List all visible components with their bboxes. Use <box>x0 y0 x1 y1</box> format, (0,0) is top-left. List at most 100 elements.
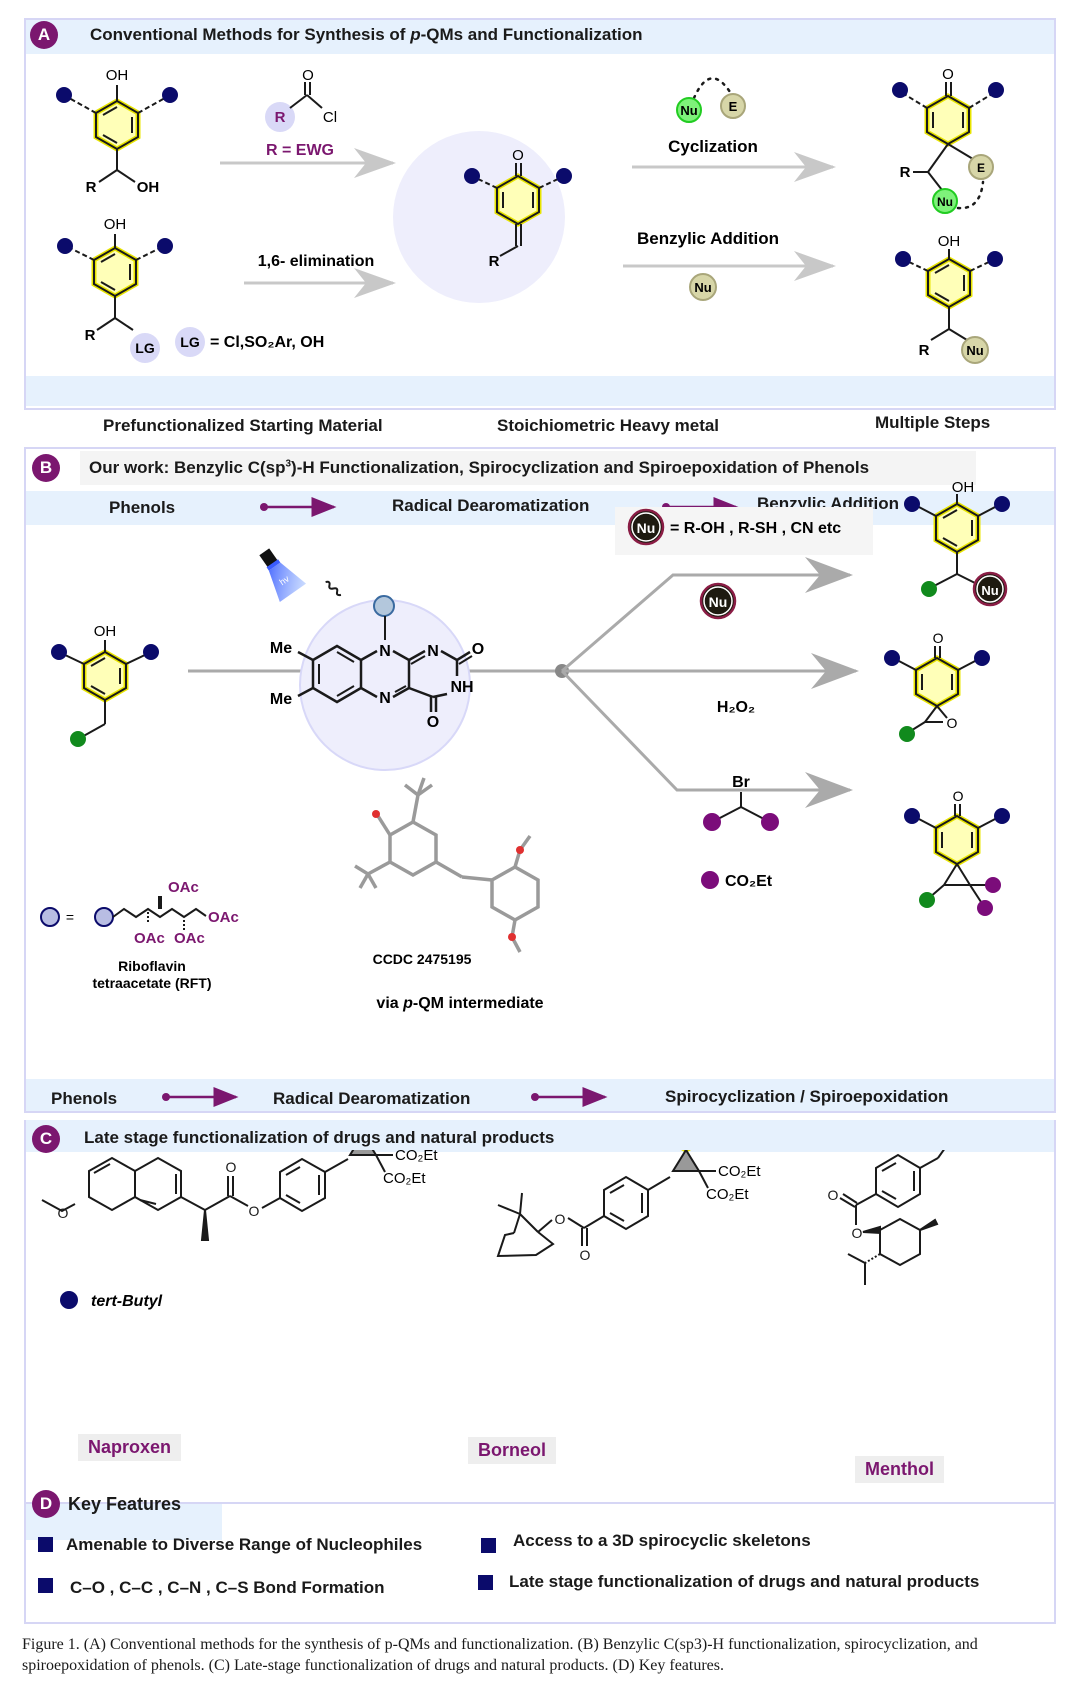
product-label-menthol: Menthol <box>855 1456 944 1483</box>
svg-text:O: O <box>953 788 964 804</box>
caption-text: (A) Conventional methods for the synthes… <box>22 1636 978 1674</box>
svg-text:NH: NH <box>450 679 473 696</box>
feature-bullet-icon <box>38 1537 53 1552</box>
svg-text:O: O <box>555 1211 566 1227</box>
benzylic-nu-product: OH Nu <box>904 479 1010 607</box>
rft-name-line2: tetraacetate (RFT) <box>92 975 211 991</box>
svg-text:OH: OH <box>938 233 961 250</box>
svg-text:R: R <box>900 164 911 181</box>
nu-definition: = R-OH , R-SH , CN etc <box>670 520 841 537</box>
nu-icon: Nu <box>637 520 656 536</box>
feature-bullet-icon <box>478 1575 493 1590</box>
co2et-legend-label: CO₂Et <box>725 873 773 890</box>
figure-caption: Figure 1. (A) Conventional methods for t… <box>22 1634 1062 1676</box>
panel-a-drawbacks-bar <box>26 376 1054 406</box>
svg-text:Br: Br <box>732 774 750 791</box>
svg-text:CO₂Et: CO₂Et <box>718 1163 761 1180</box>
borneol-spirocyclopropane: O CO₂Et CO₂Et <box>671 1150 761 1203</box>
p-quinone-methide: O R <box>464 147 572 270</box>
benzylic-addition-label: Benzylic Addition <box>637 229 779 248</box>
feature-bond-formation: C–O , C–C , C–N , C–S Bond Formation <box>70 1578 385 1597</box>
flow-bottom-phenols: Phenols <box>51 1089 118 1108</box>
svg-text:R: R <box>85 327 96 344</box>
svg-text:E: E <box>729 99 738 114</box>
riboflavin-catalyst: N N N O NH O Me Me <box>270 595 484 731</box>
svg-text:O: O <box>472 641 484 658</box>
menthol-spiroepoxide: O O <box>937 1150 945 1159</box>
svg-text:O: O <box>580 1247 591 1263</box>
svg-text:OH: OH <box>106 67 129 84</box>
acyl-chloride-reagent: R O Cl <box>265 67 337 132</box>
flow-bottom-arrow-2 <box>531 1087 608 1107</box>
cyclization-reagents: Nu E <box>676 77 746 123</box>
flow-top-radical-dearomatization: Radical Dearomatization <box>392 496 590 515</box>
feature-late-stage: Late stage functionalization of drugs an… <box>509 1572 980 1591</box>
svg-text:OH: OH <box>94 623 117 640</box>
drawback-multiple-steps: Multiple Steps <box>875 413 991 432</box>
product-label-borneol: Borneol <box>468 1437 557 1464</box>
svg-text:O: O <box>512 147 524 164</box>
svg-text:E: E <box>977 161 985 175</box>
borneol-derivative: O O <box>496 1175 671 1263</box>
svg-text:Me: Me <box>270 691 292 708</box>
panel-d-badge: D <box>32 1490 60 1518</box>
svg-text:O: O <box>427 714 439 731</box>
svg-text:OAc: OAc <box>208 909 239 926</box>
svg-text:Nu: Nu <box>981 583 998 598</box>
svg-text:O: O <box>852 1225 863 1241</box>
arrow-to-spirocyclopropane <box>560 669 853 808</box>
svg-text:O: O <box>933 630 944 646</box>
svg-text:R: R <box>275 109 286 126</box>
starting-phenol: OH <box>51 623 159 747</box>
svg-text:CO₂Et: CO₂Et <box>395 1150 438 1164</box>
flow-top-phenols: Phenols <box>109 498 176 517</box>
svg-text:= Cl,SO₂Ar, OH: = Cl,SO₂Ar, OH <box>210 334 324 351</box>
panel-c-badge: C <box>32 1125 60 1153</box>
svg-text:O: O <box>249 1203 260 1219</box>
svg-text:Nu: Nu <box>966 343 983 358</box>
r-ewg-label: R = EWG <box>266 142 334 159</box>
rft-legend: = OAc OAc OAc OAc <box>40 879 239 947</box>
svg-text:Nu: Nu <box>937 195 953 209</box>
svg-text:O: O <box>302 67 314 84</box>
feature-bullet-icon <box>481 1538 496 1553</box>
panel-b-title-band <box>80 451 976 485</box>
panel-a-header <box>26 20 1054 54</box>
panel-c-title: Late stage functionalization of drugs an… <box>84 1128 555 1147</box>
tert-butyl-legend-label: tert-Butyl <box>91 1293 163 1310</box>
feature-nucleophiles: Amenable to Diverse Range of Nucleophile… <box>66 1535 423 1554</box>
benzylic-addition-product: OH R Nu <box>895 233 1003 364</box>
svg-text:N: N <box>379 690 391 707</box>
co2et-legend-dot <box>701 871 719 889</box>
svg-text:OAc: OAc <box>134 930 165 947</box>
panel-b-flow-top <box>26 491 1054 525</box>
svg-text:CO₂Et: CO₂Et <box>706 1186 749 1203</box>
svg-text:O: O <box>942 66 954 83</box>
svg-text:O: O <box>947 715 958 731</box>
flow-top-arrow-1 <box>260 497 337 517</box>
svg-text:OAc: OAc <box>174 930 205 947</box>
drawback-prefunctionalized: Prefunctionalized Starting Material <box>103 416 383 435</box>
svg-text:Nu: Nu <box>680 103 697 118</box>
svg-text:CO₂Et: CO₂Et <box>383 1170 426 1187</box>
phenol-leaving-group: OH R LG <box>57 216 173 363</box>
panel-d <box>24 1502 1056 1624</box>
panel-a-title: Conventional Methods for Synthesis of p-… <box>90 25 643 44</box>
svg-text:R: R <box>489 253 500 270</box>
flow-bottom-radical-dearomatization: Radical Dearomatization <box>273 1089 471 1108</box>
feature-spirocyclic: Access to a 3D spirocyclic skeletons <box>513 1531 811 1550</box>
ccdc-label: CCDC 2475195 <box>373 951 472 967</box>
svg-text:O: O <box>828 1187 839 1203</box>
svg-text:LG: LG <box>135 340 155 356</box>
svg-text:OH: OH <box>137 179 160 196</box>
product-label-naproxen: Naproxen <box>78 1434 182 1461</box>
panel-b-badge: B <box>32 454 60 482</box>
cyclization-label: Cyclization <box>668 137 758 156</box>
panel-c-scheme: O O O O CO₂Et CO₂Et O <box>41 1150 945 1310</box>
h2o2-reagent: H₂O₂ <box>717 699 755 716</box>
elimination-label: 1,6- elimination <box>258 253 374 270</box>
tert-butyl-legend-dot <box>60 1291 78 1309</box>
panel-a-badge: A <box>30 21 58 49</box>
pqm-highlight-circle <box>393 131 565 303</box>
nu-reagent: Nu <box>694 280 711 295</box>
